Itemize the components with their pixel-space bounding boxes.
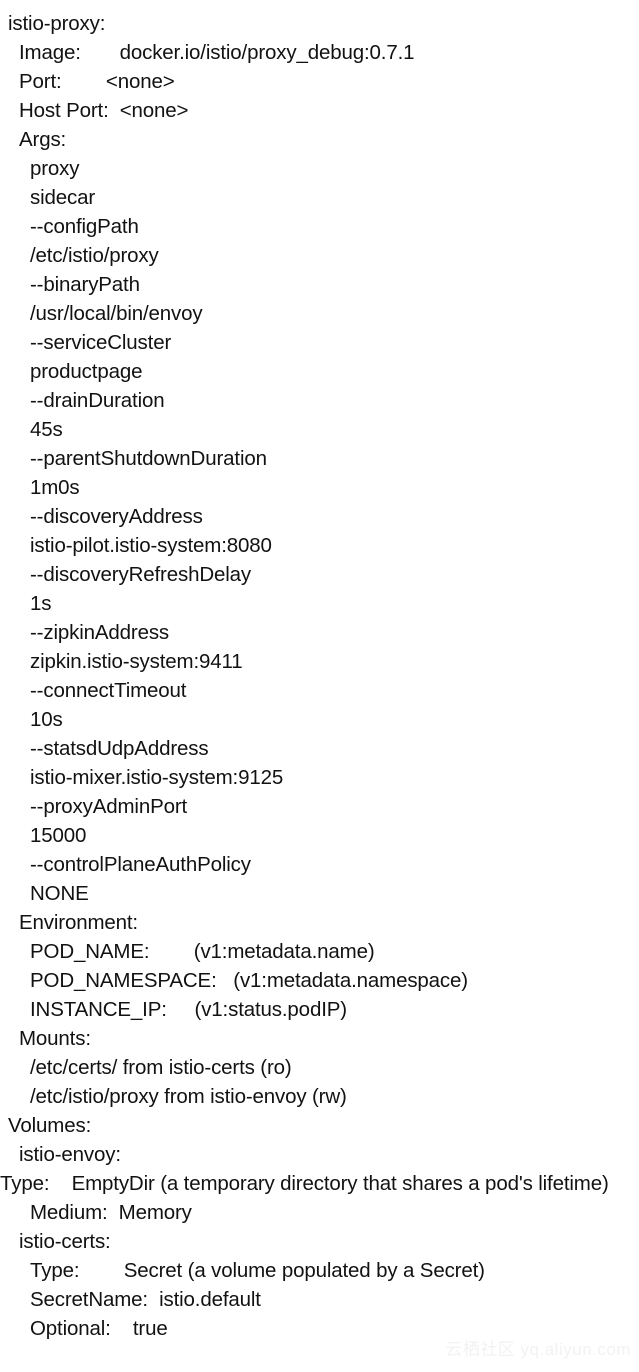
output-line: istio-proxy: [8,12,106,35]
output-line: --connectTimeout [30,679,187,702]
output-line: Args: [19,128,67,151]
output-line: --configPath [30,215,139,238]
output-line: Type: EmptyDir (a temporary directory th… [0,1172,609,1195]
output-line: istio-mixer.istio-system:9125 [30,766,284,789]
output-line: --parentShutdownDuration [30,447,267,470]
output-line: 10s [30,708,63,731]
output-line: Port: <none> [19,70,175,93]
output-line: POD_NAMESPACE: (v1:metadata.namespace) [30,969,468,992]
output-line: zipkin.istio-system:9411 [30,650,243,673]
output-line: Mounts: [19,1027,91,1050]
output-line: --zipkinAddress [30,621,170,644]
output-line: /etc/certs/ from istio-certs (ro) [30,1056,292,1079]
output-line: --binaryPath [30,273,140,296]
output-line: Environment: [19,911,138,934]
output-line: /etc/istio/proxy from istio-envoy (rw) [30,1085,347,1108]
output-line: --proxyAdminPort [30,795,188,818]
output-line: 45s [30,418,63,441]
output-line: Host Port: <none> [19,99,189,122]
output-line: istio-certs: [19,1230,111,1253]
output-line: Optional: true [30,1317,168,1340]
output-line: 15000 [30,824,87,847]
output-line: --discoveryAddress [30,505,203,528]
output-line: Medium: Memory [30,1201,192,1224]
output-line: istio-envoy: [19,1143,121,1166]
output-line: productpage [30,360,143,383]
output-line: istio-pilot.istio-system:8080 [30,534,272,557]
output-line: --discoveryRefreshDelay [30,563,251,586]
output-line: Type: Secret (a volume populated by a Se… [30,1259,485,1282]
output-line: --serviceCluster [30,331,172,354]
output-line: NONE [30,882,89,905]
output-line: POD_NAME: (v1:metadata.name) [30,940,375,963]
output-line: 1s [30,592,52,615]
output-line: Volumes: [8,1114,92,1137]
output-line: --drainDuration [30,389,165,412]
output-line: /usr/local/bin/envoy [30,302,203,325]
output-line: INSTANCE_IP: (v1:status.podIP) [30,998,347,1021]
output-line: proxy [30,157,80,180]
output-line: --controlPlaneAuthPolicy [30,853,251,876]
output-line: 1m0s [30,476,80,499]
output-line: sidecar [30,186,96,209]
output-line: SecretName: istio.default [30,1288,261,1311]
output-line: Image: docker.io/istio/proxy_debug:0.7.1 [19,41,415,64]
output-line: --statsdUdpAddress [30,737,209,760]
output-line: /etc/istio/proxy [30,244,159,267]
